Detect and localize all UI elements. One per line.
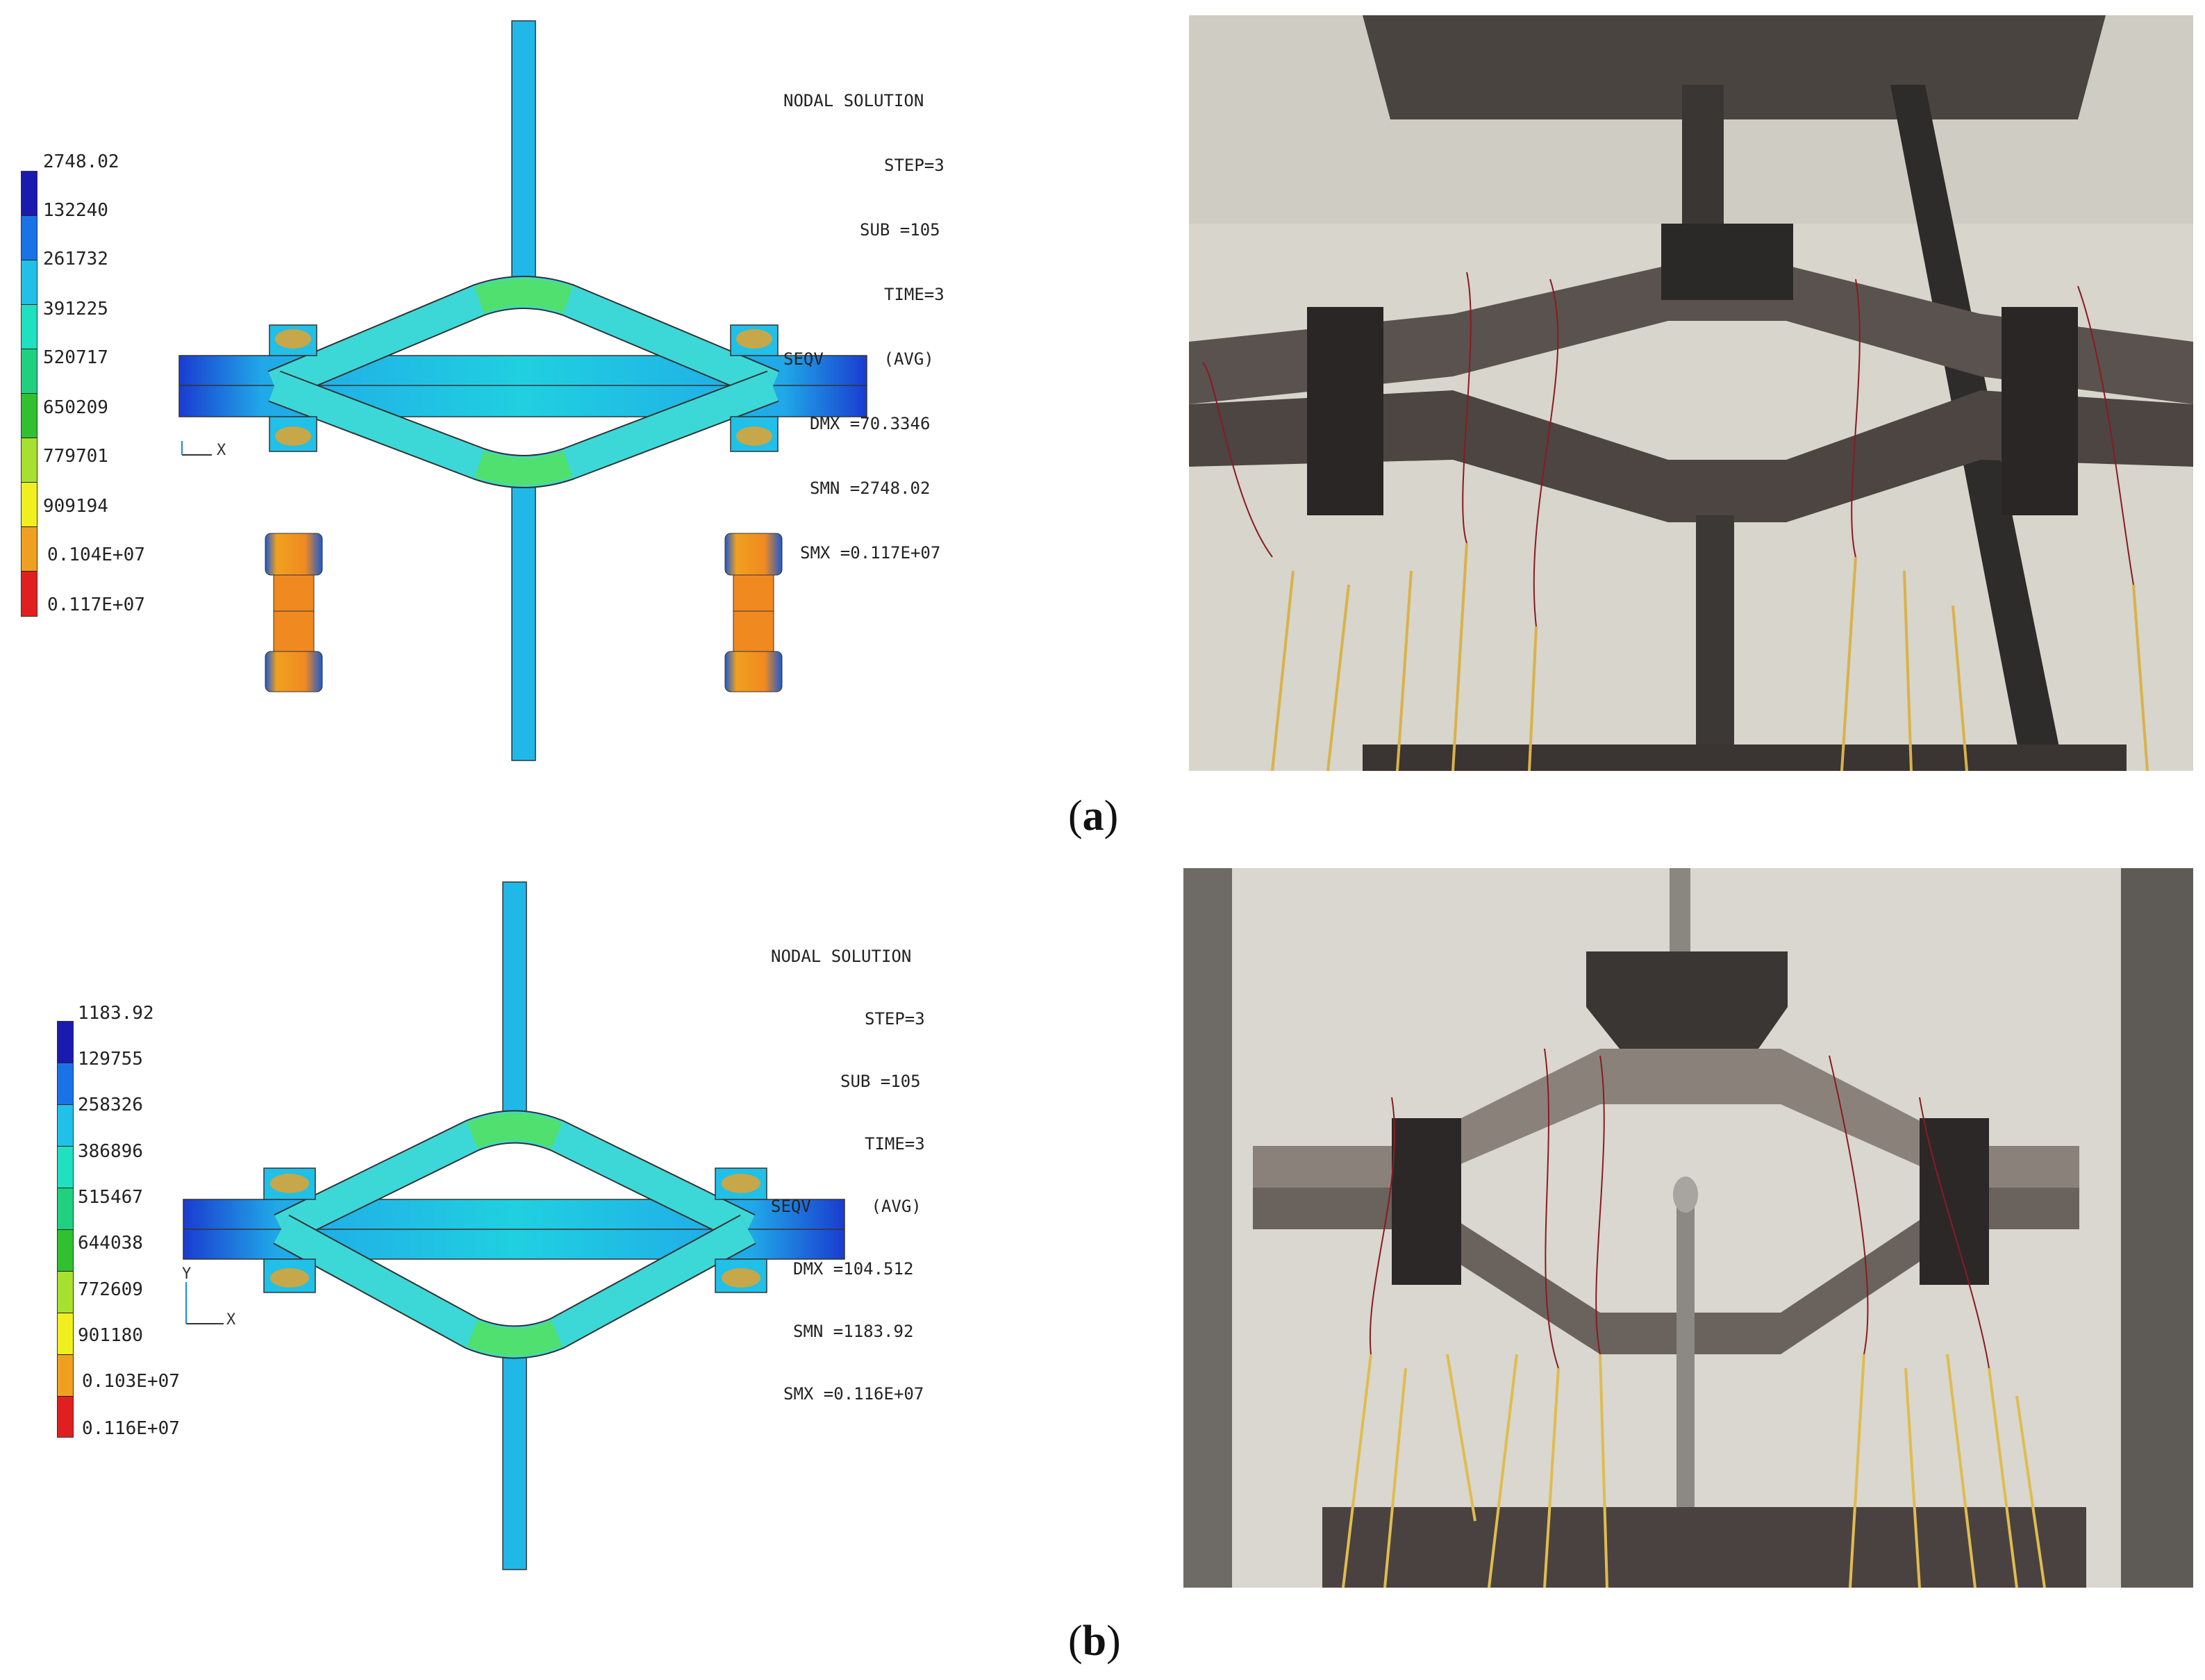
test-photo-b	[1183, 868, 2193, 1588]
legend-label: 0.116E+07	[82, 1418, 180, 1439]
legend-swatch	[22, 260, 37, 305]
bolt-left	[265, 533, 323, 692]
legend-swatch	[22, 216, 37, 260]
legend-swatch	[22, 305, 37, 349]
photo-lower-arch	[1189, 390, 2193, 522]
legend-swatch	[58, 1272, 73, 1313]
legend-label: 909194	[43, 496, 108, 517]
bolt-right	[724, 533, 783, 692]
axis-triad-a	[181, 441, 212, 456]
legend-swatch	[58, 1147, 73, 1188]
caption-letter-a: a	[1082, 792, 1104, 840]
caption-a: (a)	[1068, 792, 1119, 840]
legend-bar-a	[21, 171, 38, 617]
legend-label: 0.117E+07	[47, 594, 145, 615]
axis-x-label-b: X	[226, 1311, 236, 1329]
vertical-rod-bottom	[502, 1340, 527, 1570]
legend-bar-b	[57, 1021, 74, 1438]
panel-a: 2748.02 132240 261732 391225 520717 6502…	[21, 15, 2193, 840]
legend-label: 901180	[78, 1325, 143, 1346]
caption-letter-b: b	[1082, 1617, 1107, 1665]
info-sub: SUB =105	[840, 1072, 921, 1091]
info-step: STEP=3	[865, 1009, 925, 1029]
legend-swatch	[22, 483, 37, 527]
legend-swatch	[58, 1063, 73, 1105]
info-smx: SMX =0.116E+07	[783, 1384, 924, 1404]
legend-label: 515467	[78, 1187, 143, 1208]
info-title: NODAL SOLUTION	[771, 947, 912, 966]
info-sub: SUB =105	[860, 220, 940, 240]
info-block-a: NODAL SOLUTION STEP=3 SUB =105 TIME=3 SE…	[783, 47, 945, 607]
legend-swatch	[58, 1105, 73, 1147]
legend-label: 0.104E+07	[47, 544, 145, 565]
legend-label: 779701	[43, 446, 108, 467]
legend-label: 386896	[78, 1141, 143, 1162]
legend-label: 644038	[78, 1233, 143, 1254]
info-smx: SMX =0.117E+07	[800, 543, 941, 563]
panel-b: 1183.92 129755 258326 386896 515467 6440…	[0, 854, 2205, 1680]
legend-swatch	[58, 1188, 73, 1230]
fea-model-a	[178, 20, 867, 761]
legend-swatch	[58, 1313, 73, 1355]
legend-label: 391225	[43, 299, 108, 319]
info-dmx: DMX =104.512	[793, 1259, 914, 1279]
legend-label: 772609	[78, 1279, 143, 1300]
legend-swatch	[22, 349, 37, 394]
legend-label: 0.103E+07	[82, 1371, 180, 1392]
vertical-rod-top	[511, 20, 536, 292]
legend-swatch	[58, 1355, 73, 1397]
info-block-b: NODAL SOLUTION STEP=3 SUB =105 TIME=3 SE…	[771, 904, 925, 1446]
info-time: TIME=3	[865, 1134, 925, 1154]
photo-upper-arch	[1189, 265, 2193, 404]
legend-label: 1183.92	[78, 1003, 154, 1024]
legend-swatch	[58, 1022, 73, 1063]
legend-swatch	[22, 527, 37, 572]
axis-y-label-b: Y	[182, 1265, 192, 1283]
test-photo-a	[1189, 15, 2193, 771]
legend-label: 520717	[43, 347, 108, 368]
legend-label: 650209	[43, 397, 108, 418]
legend-swatch	[58, 1397, 73, 1437]
vertical-rod-top	[502, 881, 527, 1126]
legend-label: 2748.02	[43, 151, 119, 172]
legend-label: 261732	[43, 249, 108, 269]
caption-b: (b)	[1068, 1617, 1121, 1665]
info-dmx: DMX =70.3346	[810, 414, 931, 433]
legend-label: 132240	[43, 200, 108, 221]
axis-triad-b	[185, 1282, 224, 1324]
info-seqv: SEQV (AVG)	[783, 349, 934, 369]
legend-label: 258326	[78, 1095, 143, 1115]
vertical-rod-bottom	[511, 472, 536, 761]
info-smn: SMN =2748.02	[810, 479, 931, 498]
legend-swatch	[58, 1230, 73, 1272]
fea-model-b	[183, 881, 845, 1570]
info-step: STEP=3	[884, 156, 945, 175]
info-seqv: SEQV (AVG)	[771, 1197, 922, 1216]
legend-swatch	[22, 438, 37, 483]
legend-label: 129755	[78, 1049, 143, 1070]
legend-swatch	[22, 572, 37, 616]
info-time: TIME=3	[884, 285, 945, 304]
info-smn: SMN =1183.92	[793, 1322, 914, 1341]
legend-swatch	[22, 172, 37, 216]
legend-swatch	[22, 394, 37, 438]
info-title: NODAL SOLUTION	[783, 91, 924, 110]
axis-x-label-a: X	[217, 442, 226, 459]
